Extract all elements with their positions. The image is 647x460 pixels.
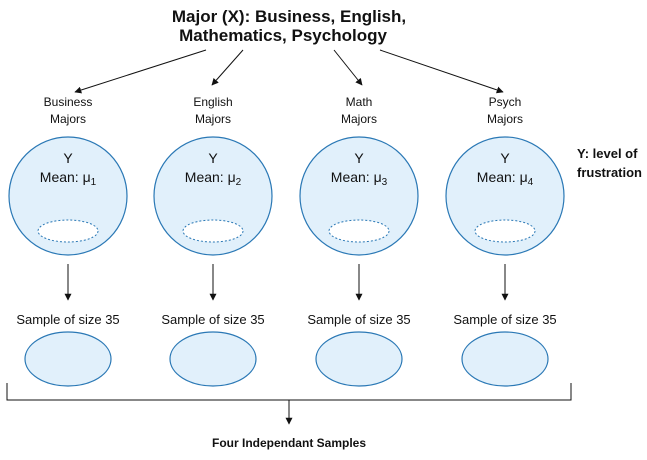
footer-label: Four Independant Samples [212, 436, 366, 450]
sample-ellipse [461, 331, 549, 387]
group-math: Math Majors Y Mean: μ3 Sample of size 35 [299, 95, 419, 387]
inner-sample-ellipse [328, 219, 390, 243]
inner-sample-ellipse [182, 219, 244, 243]
group-label-line-1: Math [346, 95, 373, 109]
group-label-line-1: Business [44, 95, 93, 109]
group-label-line-2: Majors [487, 112, 523, 126]
group-label-line-1: English [193, 95, 232, 109]
population-circle [8, 136, 128, 256]
group-psych: Psych Majors Y Mean: μ4 Sample of size 3… [445, 95, 565, 387]
population-variable: Y [63, 150, 73, 166]
population-variable: Y [208, 150, 218, 166]
group-label-line-2: Majors [341, 112, 377, 126]
sample-ellipse [169, 331, 257, 387]
group-label-line-2: Majors [50, 112, 86, 126]
title-line-2: Mathematics, Psychology [179, 26, 387, 45]
side-note-line-1: Y: level of [577, 146, 638, 161]
title-line-1: Major (X): Business, English, [172, 7, 406, 26]
sample-ellipse [315, 331, 403, 387]
sample-label: Sample of size 35 [16, 312, 119, 327]
population-mean: Mean: μ4 [477, 169, 534, 188]
population-variable: Y [500, 150, 510, 166]
population-mean: Mean: μ1 [40, 169, 97, 188]
population-circle [153, 136, 273, 256]
sample-ellipse [24, 331, 112, 387]
population-mean: Mean: μ2 [185, 169, 242, 188]
bottom-bracket [6, 383, 572, 401]
arrow-title-to-psych [379, 49, 504, 94]
arrow-title-to-english [211, 49, 244, 86]
inner-sample-ellipse [474, 219, 536, 243]
population-circle [299, 136, 419, 256]
group-label-line-1: Psych [489, 95, 522, 109]
population-mean: Mean: μ3 [331, 169, 388, 188]
arrow-title-to-math [333, 49, 363, 86]
population-circle [445, 136, 565, 256]
group-label-line-2: Majors [195, 112, 231, 126]
group-business: Business Majors Y Mean: μ1 Sample of siz… [8, 95, 128, 387]
arrow-title-to-business [74, 49, 207, 94]
side-note-line-2: frustration [577, 165, 642, 180]
sample-label: Sample of size 35 [453, 312, 556, 327]
sample-label: Sample of size 35 [307, 312, 410, 327]
group-english: English Majors Y Mean: μ2 Sample of size… [153, 95, 273, 387]
inner-sample-ellipse [37, 219, 99, 243]
sample-label: Sample of size 35 [161, 312, 264, 327]
population-variable: Y [354, 150, 364, 166]
